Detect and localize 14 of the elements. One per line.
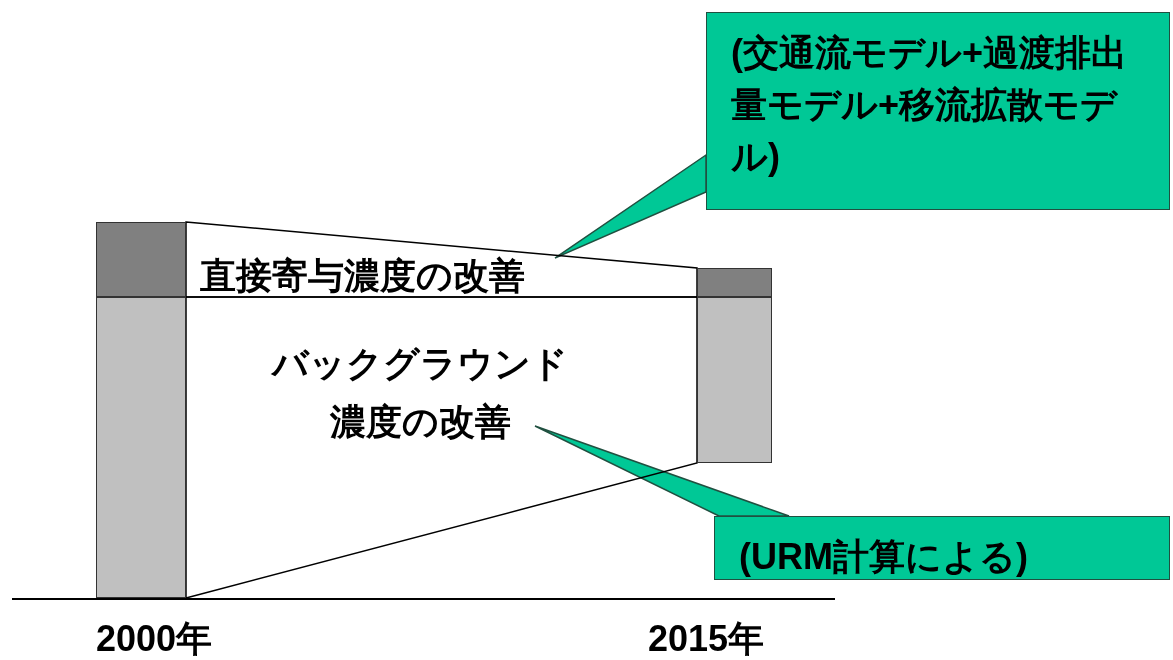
- bar-segment: [96, 222, 186, 297]
- callout-box: (URM計算による): [714, 516, 1170, 580]
- callout-box: (交通流モデル+過渡排出量モデル+移流拡散モデル): [706, 12, 1170, 210]
- year-label: 2000年: [96, 617, 213, 660]
- year-label: 2015年: [648, 617, 765, 660]
- band-region: [186, 297, 697, 599]
- region-label: バックグラウンド濃度の改善: [270, 342, 569, 444]
- region-label: 直接寄与濃度の改善: [200, 254, 525, 298]
- bar-segment: [96, 297, 186, 598]
- bar-segment: [697, 268, 772, 297]
- callout-pointer: [534, 425, 790, 517]
- bar-segment: [697, 297, 772, 463]
- band-region: [186, 222, 697, 298]
- callout-pointer: [554, 153, 707, 259]
